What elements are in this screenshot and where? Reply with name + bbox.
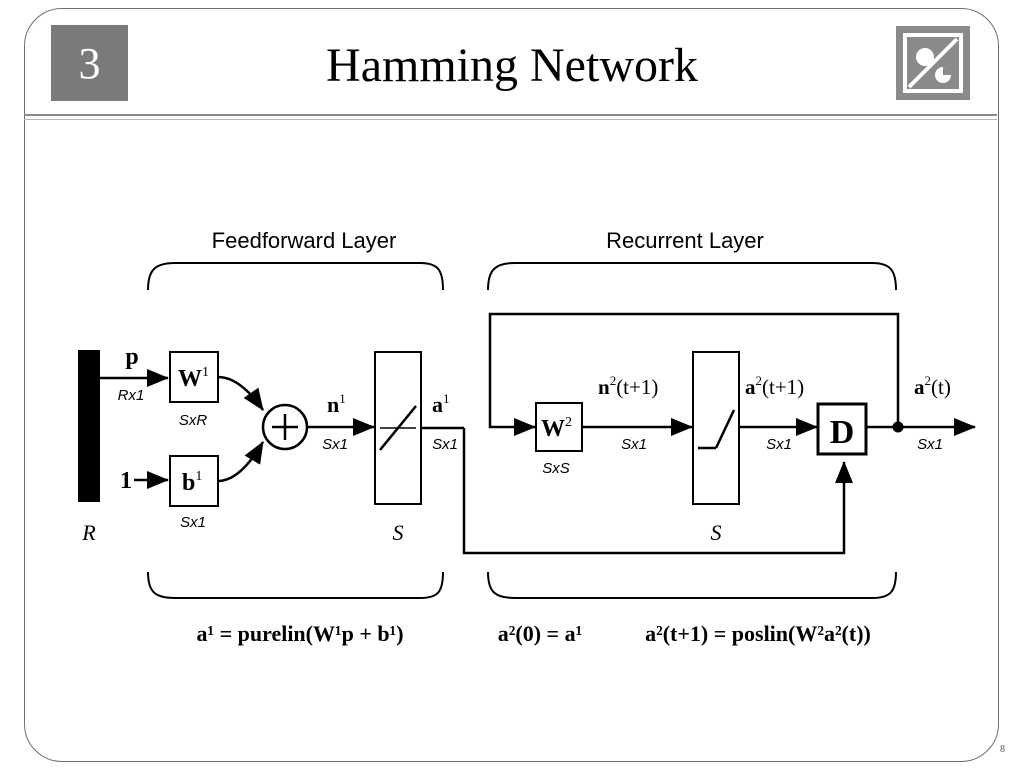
title-divider-secondary — [24, 119, 997, 120]
feedforward-equation: a¹ = purelin(W¹p + b¹) — [196, 621, 403, 646]
s1-label: S — [393, 520, 404, 545]
n1-label: n1 — [327, 391, 346, 417]
delay-label: D — [830, 414, 855, 451]
input-vector-bar — [78, 350, 100, 502]
feedforward-bottom-brace — [147, 571, 444, 599]
page-number: 8 — [1000, 744, 1005, 755]
b1-dim: Sx1 — [180, 514, 206, 531]
recurrent-equation: a²(t+1) = poslin(W²a²(t)) — [645, 621, 871, 646]
a2t-label: a2(t) — [914, 373, 951, 399]
slide-frame — [24, 8, 999, 762]
s2-label: S — [711, 520, 722, 545]
chapter-number-badge: 3 — [51, 25, 128, 101]
w2-dim: SxS — [542, 460, 570, 477]
input-p-dim: Rx1 — [118, 387, 145, 404]
pie-chart-logo-icon — [896, 26, 970, 100]
recurrent-layer-label: Recurrent Layer — [606, 228, 764, 253]
input-bar-dim-label: R — [81, 520, 96, 545]
a2t-dim: Sx1 — [917, 436, 943, 453]
bias-input-one: 1 — [120, 468, 132, 494]
input-p-label: p — [125, 344, 138, 370]
n2-dim: Sx1 — [621, 436, 647, 453]
w1-dim: SxR — [179, 412, 208, 429]
a1-label: a1 — [432, 391, 450, 417]
a2t1-label: a2(t+1) — [745, 373, 804, 399]
w2-label: W2 — [541, 415, 572, 442]
poslin-transfer-box — [692, 351, 740, 505]
n2-label: n2(t+1) — [598, 373, 658, 399]
a2t1-dim: Sx1 — [766, 436, 792, 453]
recurrent-top-brace — [487, 262, 897, 291]
slide-title: Hamming Network — [326, 39, 698, 92]
w1-label: W1 — [178, 365, 209, 392]
output-junction-dot — [892, 421, 904, 433]
a1-dim: Sx1 — [432, 436, 458, 453]
title-divider — [24, 114, 997, 116]
recurrent-bottom-brace — [487, 571, 897, 599]
b1-label: b1 — [182, 469, 202, 496]
w1-weight-box — [169, 351, 219, 403]
feedforward-top-brace — [147, 262, 444, 291]
n1-dim: Sx1 — [322, 436, 348, 453]
b1-bias-box — [169, 455, 219, 507]
initial-condition-equation: a²(0) = a¹ — [498, 621, 582, 646]
feedforward-layer-label: Feedforward Layer — [212, 228, 397, 253]
delay-box — [816, 402, 868, 456]
w2-weight-box — [535, 402, 583, 452]
